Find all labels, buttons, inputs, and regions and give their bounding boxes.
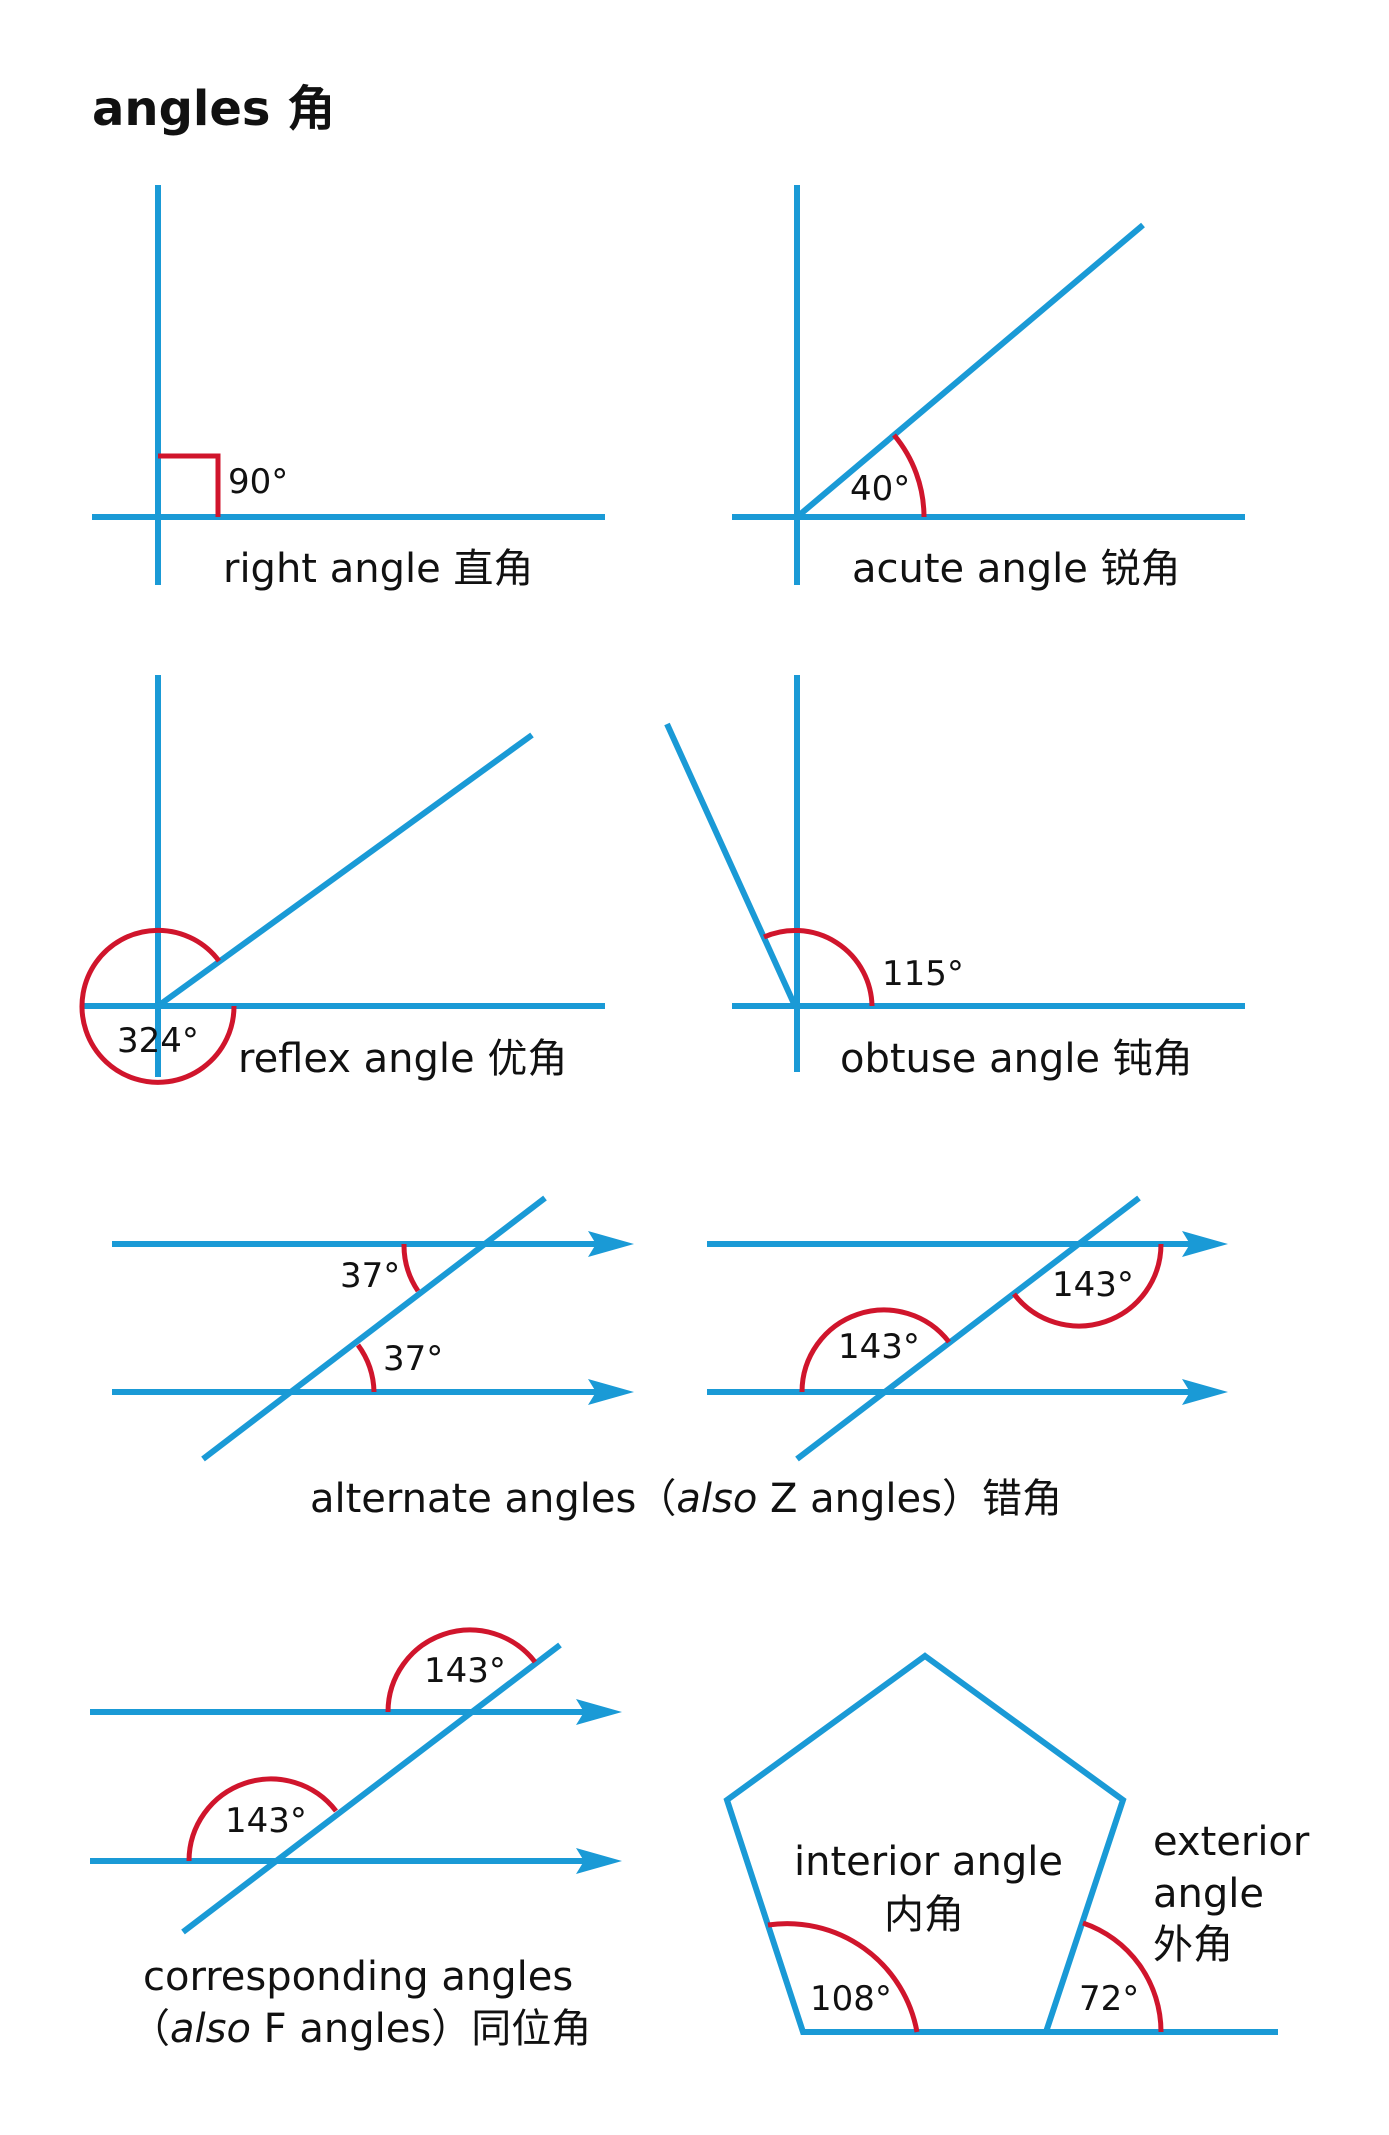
degree-top: 143° [424, 1651, 506, 1691]
arrowhead-bottom [588, 1379, 634, 1405]
polygon-angles-panel: interior angle 内角 108° exterior angle 外角… [723, 1652, 1310, 2035]
acute-angle-ray [795, 222, 1145, 520]
alternate-arc-top [401, 1243, 421, 1293]
right-angle-panel: 90° right angle 直角 [92, 185, 605, 592]
interior-angle-degree: 108° [810, 1979, 892, 2019]
reflex-angle-arc [79, 927, 237, 1085]
alternate-arc-top [1012, 1243, 1164, 1329]
obtuse-angle-label: obtuse angle 钝角 [840, 1036, 1193, 1082]
acute-angle-label: acute angle 锐角 [852, 546, 1181, 592]
alternate-angles-label: alternate angles（also Z angles）错角 [310, 1476, 1062, 1522]
obtuse-angle-ray [664, 722, 798, 1008]
arrowhead-top [1182, 1231, 1228, 1257]
interior-angle-label-cn: 内角 [884, 1892, 964, 1938]
corresponding-arc-top [385, 1627, 537, 1713]
exterior-angle-label-1: exterior [1153, 1819, 1310, 1865]
transversal-line [201, 1195, 547, 1462]
exterior-angle-arc [1082, 1920, 1164, 2033]
acute-angle-panel: 40° acute angle 锐角 [732, 185, 1245, 592]
exterior-angle-label-cn: 外角 [1153, 1922, 1233, 1968]
acute-angle-degree: 40° [850, 469, 910, 509]
obtuse-angle-arc [762, 928, 875, 1007]
corresponding-angles-label-line1: corresponding angles [143, 1954, 573, 2000]
arrowhead-top [576, 1699, 622, 1725]
acute-angle-arc [892, 433, 927, 518]
reflex-angle-degree: 324° [117, 1021, 199, 1061]
arrowhead-bottom [1182, 1379, 1228, 1405]
transversal-line [181, 1642, 562, 1935]
alternate-arc-bottom [355, 1343, 377, 1393]
pentagon [723, 1652, 1127, 2035]
degree-bottom: 143° [838, 1327, 920, 1367]
alternate-angles-left-panel: 37° 37° [112, 1195, 634, 1462]
obtuse-angle-panel: 115° obtuse angle 钝角 [664, 675, 1245, 1082]
reflex-angle-panel: 324° reflex angle 优角 [79, 675, 605, 1085]
interior-angle-label: interior angle [794, 1839, 1063, 1885]
degree-bottom: 37° [383, 1339, 443, 1379]
reflex-angle-label: reflex angle 优角 [238, 1036, 567, 1082]
arrowhead-top [588, 1231, 634, 1257]
corresponding-arc-bottom [186, 1776, 338, 1862]
corresponding-angles-panel: 143° 143° corresponding angles （also F a… [90, 1627, 622, 2052]
alternate-angles-right-panel: 143° 143° [707, 1195, 1228, 1462]
exterior-angle-label-2: angle [1153, 1871, 1264, 1917]
alternate-arc-bottom [799, 1307, 951, 1393]
transversal-line [795, 1195, 1141, 1462]
interior-angle-arc [767, 1921, 920, 2033]
page-title: angles 角 [92, 81, 335, 137]
degree-top: 143° [1052, 1265, 1134, 1305]
right-angle-mark [158, 453, 221, 517]
right-angle-label: right angle 直角 [223, 546, 533, 592]
obtuse-angle-degree: 115° [882, 954, 964, 994]
arrowhead-bottom [576, 1848, 622, 1874]
reflex-angle-ray [156, 732, 534, 1009]
degree-top: 37° [340, 1256, 400, 1296]
corresponding-angles-label-line2: （also F angles）同位角 [130, 2006, 591, 2052]
right-angle-degree: 90° [228, 462, 288, 502]
degree-bottom: 143° [225, 1801, 307, 1841]
exterior-angle-degree: 72° [1079, 1979, 1139, 2019]
